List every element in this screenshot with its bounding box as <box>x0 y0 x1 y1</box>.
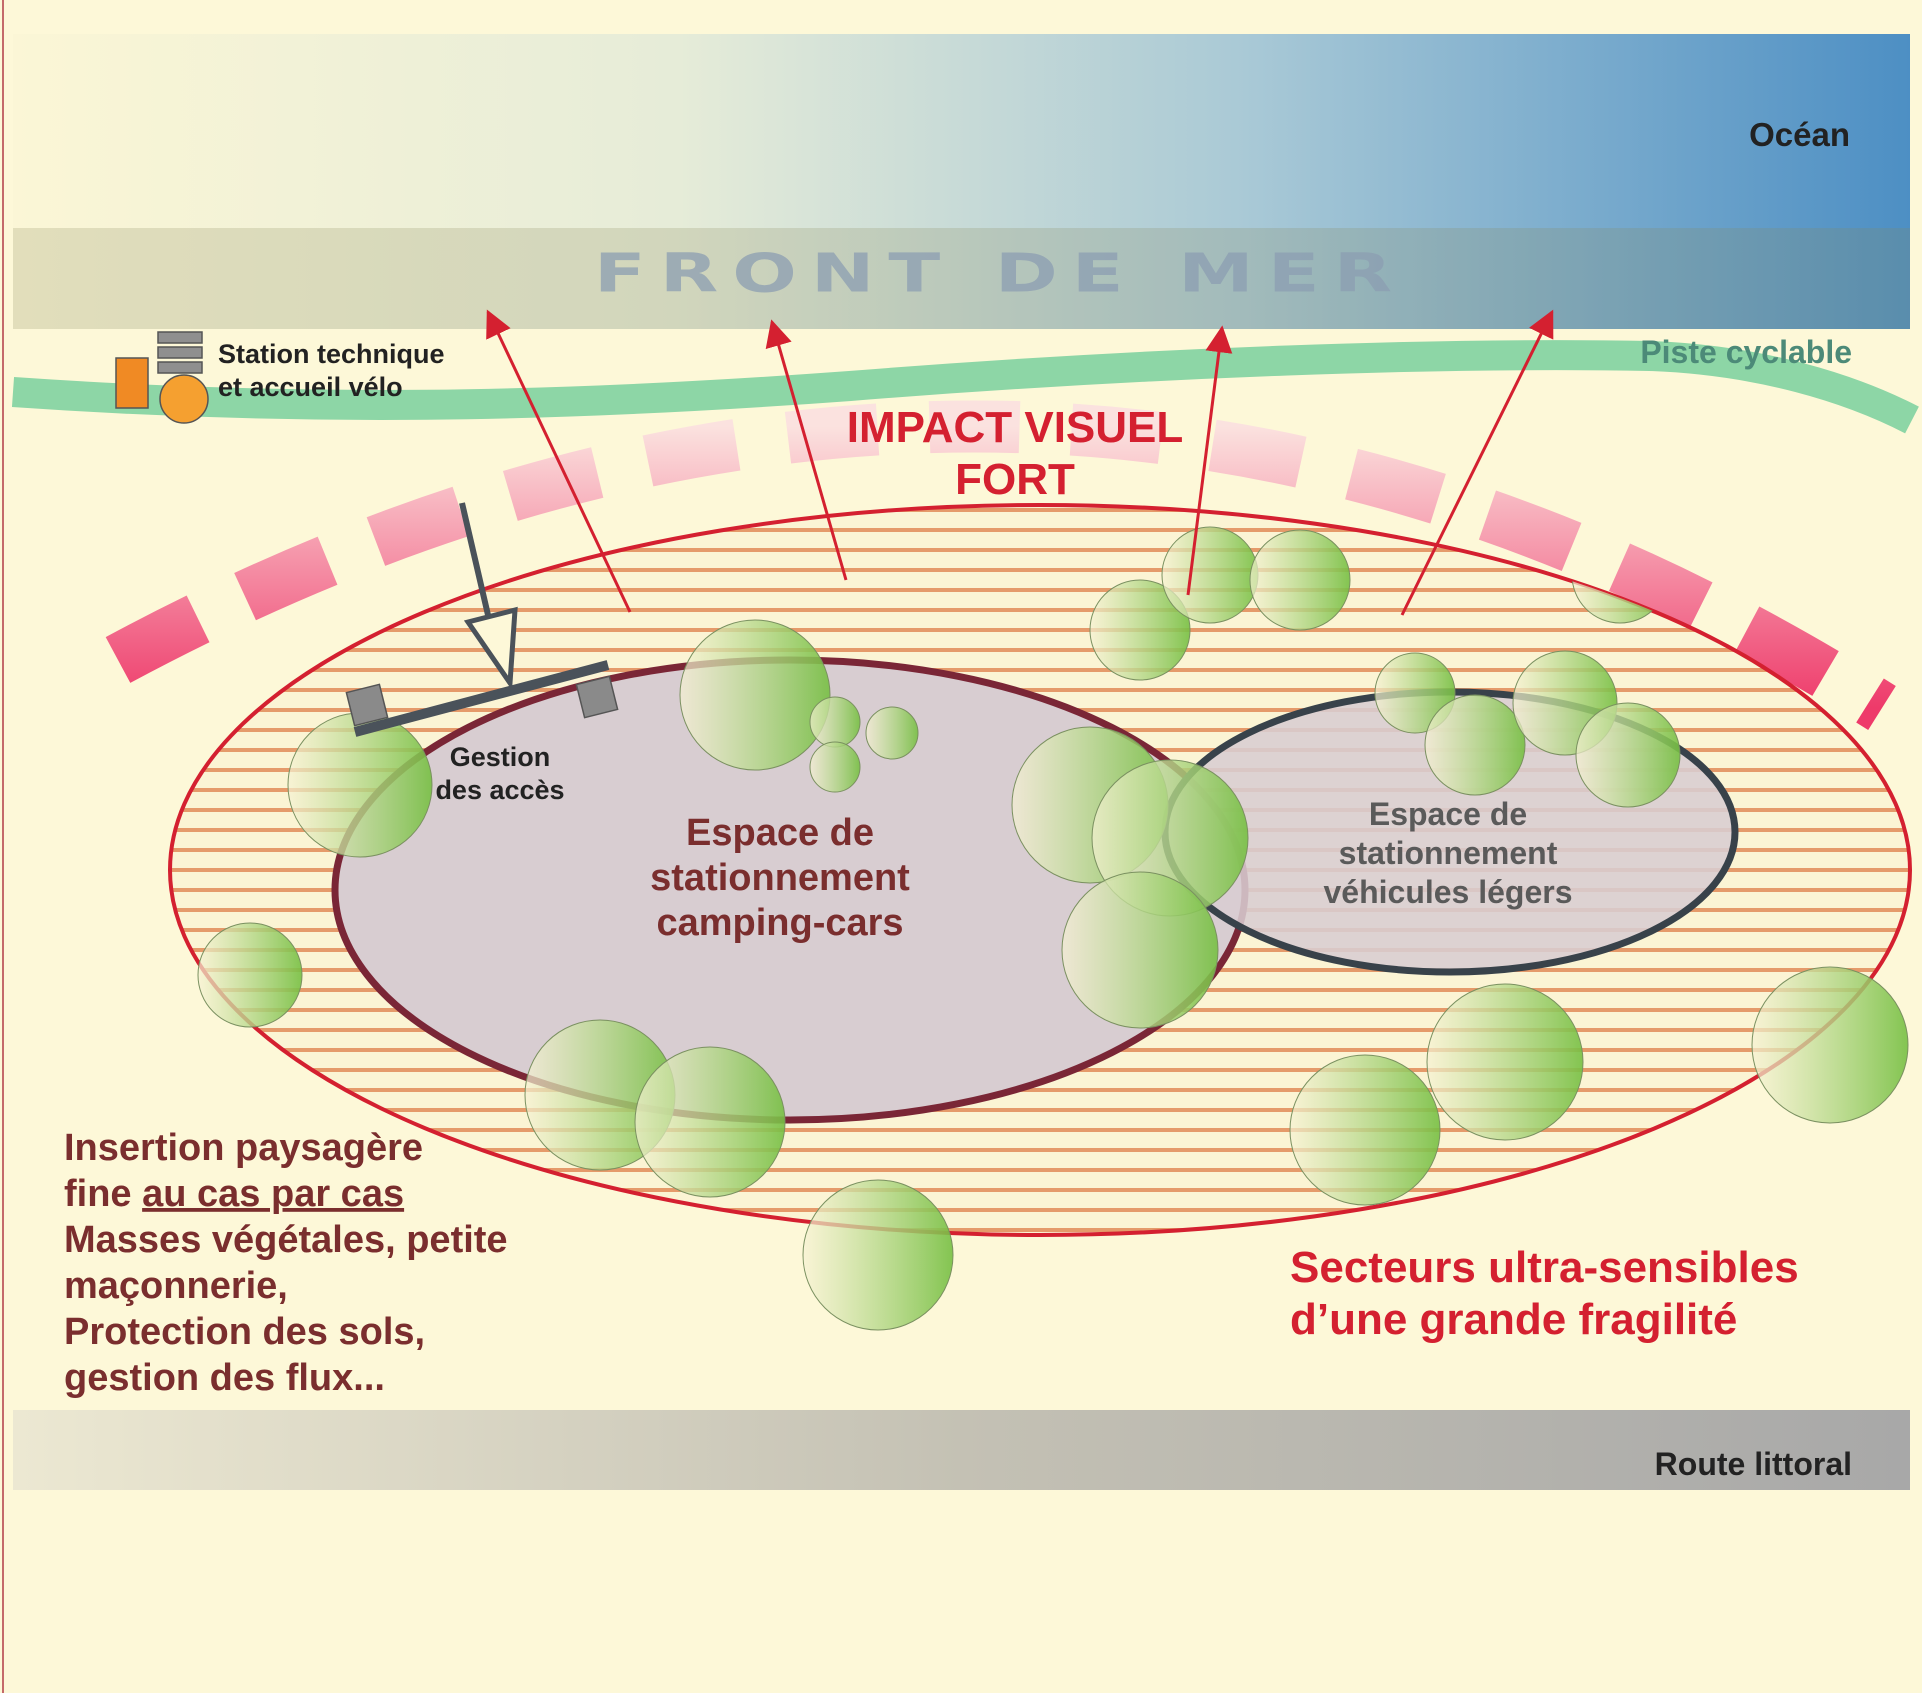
vl-label-line3: véhicules légers <box>1323 874 1572 910</box>
insertion-paysagere-text: Insertion paysagère fine au cas par cas … <box>64 1127 508 1399</box>
tree <box>1161 526 1259 624</box>
impact-label-line1: IMPACT VISUEL <box>847 403 1184 452</box>
ocean-label: Océan <box>1749 116 1850 153</box>
sightline-arrow <box>1186 325 1233 596</box>
tree <box>634 1046 786 1198</box>
ocean-band <box>13 34 1910 329</box>
gestion-label-line1: Gestion <box>450 742 551 772</box>
station-label-line1: Station technique <box>218 339 445 369</box>
tree-group <box>197 619 1909 1331</box>
insertion-line1: Insertion paysagère <box>64 1127 423 1169</box>
impact-visuel-arc <box>105 400 1896 730</box>
tree <box>1751 966 1909 1124</box>
tree <box>1289 1054 1441 1206</box>
route-label: Route littoral <box>1655 1446 1852 1482</box>
tree <box>197 922 303 1028</box>
tree <box>1424 694 1526 796</box>
tree <box>1089 579 1191 681</box>
impact-label-line2: FORT <box>955 455 1075 504</box>
secteurs-label-line2: d’une grande fragilité <box>1290 1295 1737 1344</box>
cycle-path-label: Piste cyclable <box>1640 334 1852 370</box>
tree <box>679 619 831 771</box>
insertion-line2: fine au cas par cas <box>64 1173 404 1215</box>
camping-label-line1: Espace de <box>686 812 874 854</box>
visual-impact-arrows <box>486 309 1554 616</box>
tree <box>865 706 919 760</box>
camping-label-line2: stationnement <box>650 857 910 899</box>
tree <box>809 741 861 793</box>
vl-label-line1: Espace de <box>1369 796 1527 832</box>
insertion-line5: Protection des sols, <box>64 1311 425 1353</box>
gestion-label-line2: des accès <box>435 775 564 805</box>
secteurs-label-line1: Secteurs ultra-sensibles <box>1290 1243 1799 1292</box>
front-de-mer-label: FRONT DE MER <box>594 243 1406 305</box>
front-de-mer-band <box>13 228 1910 329</box>
sightline-arrow <box>1400 309 1554 616</box>
insertion-line6: gestion des flux... <box>64 1357 385 1399</box>
sightline-arrow <box>486 309 632 613</box>
tree <box>809 696 861 748</box>
station-label-line2: et accueil vélo <box>218 372 403 402</box>
tree <box>1374 652 1456 734</box>
access-control-icon <box>345 502 619 737</box>
insertion-line3: Masses végétales, petite <box>64 1219 508 1261</box>
vl-label-line2: stationnement <box>1339 835 1558 871</box>
tree <box>1426 983 1584 1141</box>
sightline-arrow <box>765 319 848 581</box>
tree <box>1575 702 1681 808</box>
cycle-path <box>11 340 1919 434</box>
route-band <box>13 1410 1910 1490</box>
tree <box>1249 529 1351 631</box>
station-technique-icon <box>115 331 209 424</box>
tree <box>802 1179 954 1331</box>
insertion-line4: maçonnerie, <box>64 1265 288 1307</box>
camping-label-line3: camping-cars <box>656 902 903 944</box>
tree <box>1061 871 1219 1029</box>
